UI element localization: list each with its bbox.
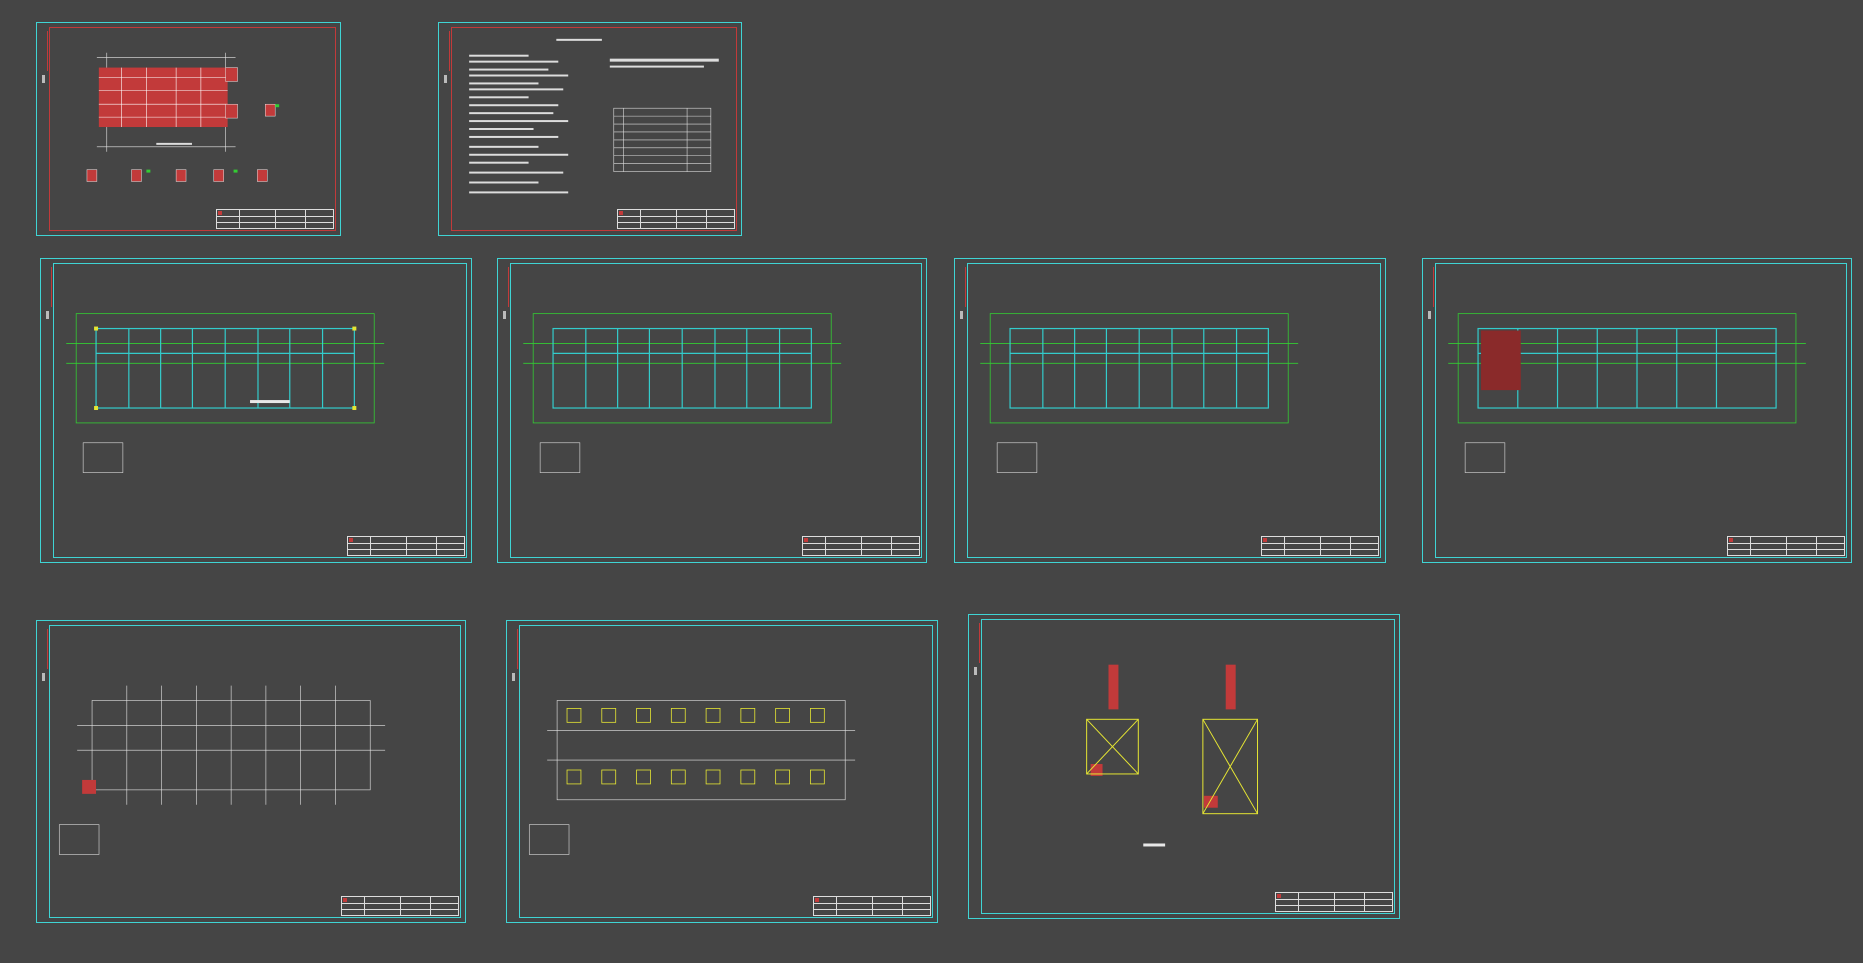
roof-plan-drawing <box>1448 313 1806 473</box>
foundation-plan-drawing <box>528 700 856 855</box>
floor-plan-drawing <box>980 313 1299 473</box>
drawing-sheet-column-detail[interactable] <box>36 22 341 236</box>
drawing-sheet-floor-plan-3[interactable] <box>954 258 1386 563</box>
sheet-border <box>1435 263 1847 558</box>
title-block <box>216 209 334 229</box>
foundation-detail-drawing <box>1086 664 1259 847</box>
sheet-margin-tick <box>41 629 48 681</box>
title-block <box>1727 536 1845 556</box>
title-block <box>1275 892 1393 912</box>
column-layout-drawing <box>58 685 386 855</box>
drawing-sheet-floor-plan-1[interactable] <box>40 258 472 563</box>
sheet-border <box>49 27 336 231</box>
design-notes-text-blocks <box>469 38 719 194</box>
title-block <box>617 209 735 229</box>
drawing-sheet-foundation-plan[interactable] <box>506 620 938 923</box>
drawing-sheet-roof-plan[interactable] <box>1422 258 1852 563</box>
drawing-sheet-design-notes[interactable] <box>438 22 742 236</box>
floor-plan-drawing <box>66 313 385 473</box>
title-block <box>813 896 931 916</box>
sheet-border <box>981 619 1395 914</box>
drawing-sheet-floor-plan-2[interactable] <box>497 258 927 563</box>
sheet-margin-tick <box>41 31 48 83</box>
title-block <box>802 536 920 556</box>
floor-plan-drawing <box>523 313 842 473</box>
drawing-sheet-foundation-detail[interactable] <box>968 614 1400 919</box>
title-block <box>347 536 465 556</box>
column-detail-drawing <box>86 52 280 182</box>
drawing-sheet-column-layout[interactable] <box>36 620 466 923</box>
sheet-border <box>49 625 461 918</box>
sheet-margin-tick <box>511 629 518 681</box>
sheet-border <box>451 27 737 231</box>
sheet-margin-tick <box>502 267 509 319</box>
sheet-margin-tick <box>443 31 450 83</box>
title-block <box>1261 536 1379 556</box>
sheet-margin-tick <box>1427 267 1434 319</box>
sheet-margin-tick <box>973 623 980 675</box>
title-block <box>341 896 459 916</box>
sheet-border <box>967 263 1381 558</box>
sheet-border <box>510 263 922 558</box>
sheet-border <box>53 263 467 558</box>
sheet-border <box>519 625 933 918</box>
sheet-margin-tick <box>959 267 966 319</box>
sheet-margin-tick <box>45 267 52 319</box>
